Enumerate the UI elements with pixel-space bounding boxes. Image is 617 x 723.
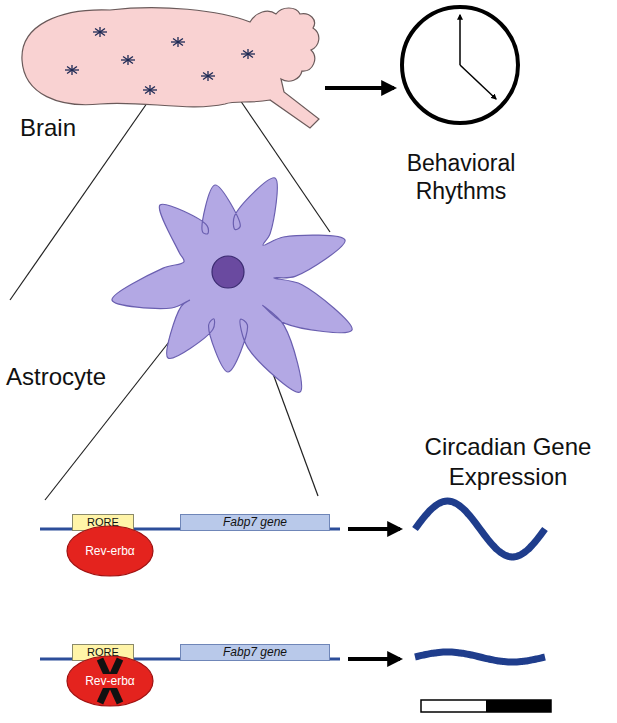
astrocyte-icon <box>241 49 255 59</box>
astrocyte-icon <box>201 71 215 81</box>
zoom-line <box>10 96 152 300</box>
gene-box: Fabp7 gene <box>180 514 330 531</box>
dark-phase-bar <box>486 700 551 712</box>
astrocyte-outline <box>112 178 352 392</box>
astrocyte-icon <box>171 37 185 47</box>
expression-arrow <box>348 527 400 531</box>
rev-erb-protein-outline <box>67 526 153 576</box>
figure-label: Astrocyte <box>6 363 106 392</box>
clock-hand <box>459 15 461 65</box>
gene-box-outline <box>181 645 330 661</box>
flat-wave <box>415 652 545 662</box>
light-phase-bar <box>421 700 551 712</box>
figure-label: Behavioral Rhythms <box>396 150 526 205</box>
box-label: Fabp7 gene <box>223 645 287 659</box>
brain-region: Brain <box>12 2 325 157</box>
flow-arrow <box>325 86 394 90</box>
box-label: RORE <box>87 516 119 529</box>
box-label: RORE <box>87 646 119 659</box>
gene-box-outline <box>181 515 330 531</box>
panel-heading: Circadian Gene Expression <box>402 432 614 492</box>
nucleus <box>212 256 244 288</box>
astrocyte-icon <box>65 65 79 75</box>
rev-erb-protein: Rev-erbα <box>66 655 154 707</box>
rev-erb-protein-outline <box>67 656 153 706</box>
astrocyte-icon <box>143 85 157 95</box>
astrocyte-icon <box>121 55 135 65</box>
clock-node: Behavioral Rhythms <box>396 2 526 214</box>
clock-face <box>402 7 518 123</box>
rev-erb-protein: Rev-erbα <box>66 525 154 577</box>
clock-hand <box>460 65 496 99</box>
expression-arrow <box>348 657 400 661</box>
brain-outline <box>22 8 319 128</box>
box-label: Rev-erbα <box>85 544 135 558</box>
astrocyte-icon <box>93 27 107 37</box>
box-label: Rev-erbα <box>83 674 137 688</box>
circadian-wave <box>415 501 545 557</box>
gene-box: Fabp7 gene <box>180 644 330 661</box>
figure-label: Brain <box>20 114 76 143</box>
box-label: Fabp7 gene <box>223 515 287 529</box>
astrocyte-cell: Astrocyte <box>4 165 364 400</box>
